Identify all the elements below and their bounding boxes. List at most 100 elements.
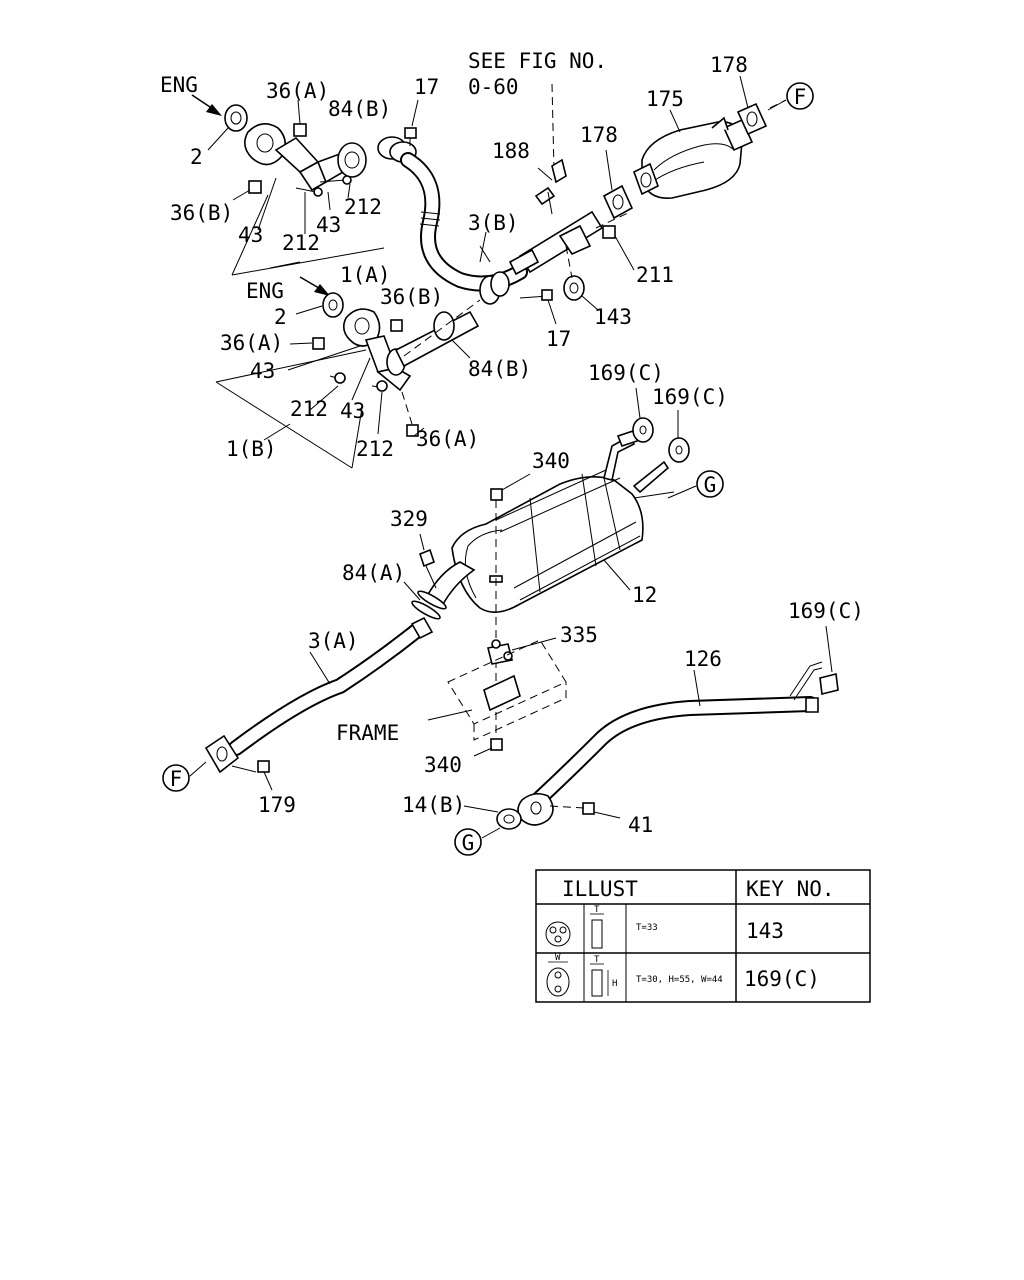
label-169c-2: 169(C) [652, 385, 728, 409]
gasket-178-top [736, 102, 768, 136]
nut-36a-mid [312, 337, 325, 350]
label-84a: 84(A) [342, 561, 405, 585]
label-eng-top: ENG [160, 73, 198, 97]
svg-text:F: F [794, 85, 807, 109]
label-143: 143 [594, 305, 632, 329]
hanger-rubber-icon: W [546, 953, 570, 997]
svg-text:G: G [462, 831, 475, 855]
label-212-a: 212 [282, 231, 320, 255]
ref-f-top: F [786, 82, 814, 110]
nut-36a-low [406, 424, 419, 437]
label-see-fig-1: SEE FIG NO. [468, 49, 607, 73]
catalytic-converter-175 [595, 75, 787, 229]
label-36b-top: 36(B) [170, 201, 233, 225]
ref-g-top: G [696, 470, 724, 498]
label-43-a: 43 [238, 223, 263, 247]
ref-g-low: G [454, 828, 482, 856]
thickness-dimension-icon: T [590, 905, 604, 949]
svg-text:G: G [704, 473, 717, 497]
legend-row2-spec: T=30, H=55, W=44 [636, 975, 723, 985]
gasket-14b [496, 808, 522, 830]
label-169c-3: 169(C) [788, 599, 864, 623]
rubber-mount-icon [545, 921, 571, 947]
label-211: 211 [636, 263, 674, 287]
label-14b: 14(B) [402, 793, 465, 817]
nut-41 [582, 802, 595, 815]
muffler-12 [424, 434, 670, 613]
rubber-mount-143 [563, 275, 585, 301]
front-pipe-1a [191, 94, 385, 276]
label-126: 126 [684, 647, 722, 671]
gasket-178-mid [602, 184, 634, 220]
legend-table: ILLUST KEY NO. T T=33 143 W T [535, 869, 871, 1003]
front-pipe-1b [215, 276, 481, 469]
legend-row1-spec: T=33 [636, 923, 658, 933]
label-17-mid: 17 [546, 327, 571, 351]
label-43-b: 43 [316, 213, 341, 237]
hanger-169c-top-left [616, 387, 654, 447]
label-188: 188 [492, 139, 530, 163]
label-340-top: 340 [532, 449, 570, 473]
gasket-2-top [224, 104, 248, 132]
label-41: 41 [628, 813, 653, 837]
label-179: 179 [258, 793, 296, 817]
label-1a: 1(A) [340, 263, 391, 287]
legend-header-key: KEY NO. [746, 877, 835, 901]
eng-arrow-icon [206, 104, 222, 116]
label-212-c: 212 [290, 397, 328, 421]
label-175: 175 [646, 87, 684, 111]
label-see-fig-2: 0-60 [468, 75, 519, 99]
label-36a-low: 36(A) [416, 427, 479, 451]
nut-36b-top [248, 180, 262, 194]
clamp-329 [419, 548, 435, 568]
label-178-top: 178 [710, 53, 748, 77]
label-329: 329 [390, 507, 428, 531]
label-84b-top: 84(B) [328, 97, 391, 121]
svg-text:F: F [170, 767, 183, 791]
svg-text:W: W [555, 953, 561, 963]
part-labels: ENG 2 36(A) 84(B) 17 SEE FIG NO. 0-60 17… [160, 49, 864, 837]
label-43-d: 43 [340, 399, 365, 423]
nut-36b-mid [390, 319, 403, 332]
legend-row1-key: 143 [746, 919, 784, 943]
label-2-top: 2 [190, 145, 203, 169]
flange-84b-top [337, 142, 367, 178]
label-eng-mid: ENG [246, 279, 284, 303]
nut-36a-top [293, 123, 307, 137]
nut-211 [602, 225, 616, 239]
label-169c-1: 169(C) [588, 361, 664, 385]
label-3a: 3(A) [308, 629, 359, 653]
flange-3a-rear [204, 734, 240, 774]
svg-text:T: T [594, 955, 600, 965]
flange-84b-mid [433, 311, 455, 341]
label-17-top: 17 [414, 75, 439, 99]
tailpipe-126 [517, 625, 839, 826]
gasket-2-mid [322, 292, 344, 318]
label-43-c: 43 [250, 359, 275, 383]
nut-179 [257, 760, 270, 773]
label-12: 12 [632, 583, 657, 607]
label-36a-top: 36(A) [266, 79, 329, 103]
height-dimension-icon: T H [590, 955, 617, 997]
frame-outline [427, 639, 567, 741]
hanger-169c-tail [819, 673, 839, 695]
ref-f-low: F [162, 764, 190, 792]
eng-arrow-mid-icon [314, 284, 330, 296]
label-3b: 3(B) [468, 211, 519, 235]
front-pipe-flange [244, 123, 286, 166]
label-178-mid: 178 [580, 123, 618, 147]
label-212-b: 212 [344, 195, 382, 219]
legend-row2-key: 169(C) [744, 967, 820, 991]
hanger-169c-top-right [668, 410, 690, 463]
label-212-d: 212 [356, 437, 394, 461]
label-340-low: 340 [424, 753, 462, 777]
label-1b: 1(B) [226, 437, 277, 461]
nut-340-top [490, 488, 503, 501]
gasket-84a [403, 581, 447, 620]
legend-header-illust: ILLUST [562, 877, 638, 901]
hanger-335 [487, 637, 557, 665]
label-frame: FRAME [336, 721, 399, 745]
pipe-3a [204, 616, 434, 774]
pipe-3b [377, 99, 604, 325]
